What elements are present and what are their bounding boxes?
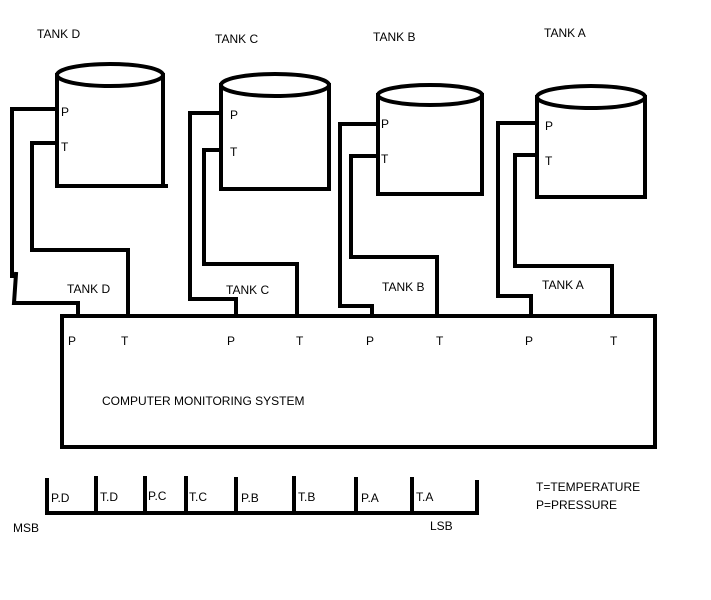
tank-b-temperature-line — [349, 154, 439, 318]
tank-d-pressure-line — [10, 107, 59, 278]
tank-a-title: TANK A — [544, 26, 586, 40]
tank-c-temperature-line — [202, 148, 299, 318]
tank-c-cylinder — [219, 72, 331, 191]
legend-temperature: T=TEMPERATURE — [536, 480, 640, 494]
register-cell-label: T.D — [100, 490, 118, 504]
bit-register — [45, 476, 479, 515]
tank-a-temperature-line — [513, 153, 614, 318]
register-cell-label: T.A — [416, 490, 433, 504]
tank-a-temperature-label: T — [545, 154, 553, 168]
lsb-label: LSB — [430, 519, 453, 533]
port-label: T — [121, 334, 129, 348]
msb-label: MSB — [13, 521, 39, 535]
register-cell-label: T.C — [189, 490, 207, 504]
tank-a-pressure-line — [496, 121, 539, 318]
tank-a-connection-label: TANK A — [542, 278, 584, 292]
port-label: P — [227, 334, 235, 348]
port-label: T — [296, 334, 304, 348]
computer-monitoring-system-box — [60, 314, 657, 449]
tank-c-connection-label: TANK C — [226, 283, 269, 297]
tank-c-pressure-line — [188, 111, 238, 318]
register-cell-label: P.B — [241, 491, 259, 505]
tank-a-pressure-label: P — [545, 119, 553, 133]
port-label: P — [68, 334, 76, 348]
tank-c-pressure-label: P — [230, 108, 238, 122]
tank-d-title: TANK D — [37, 27, 80, 41]
tank-d-cylinder — [55, 62, 168, 188]
tank-b-pressure-label: P — [381, 117, 389, 131]
tank-a-cylinder — [535, 84, 647, 199]
tank-d-pressure-line — [11, 271, 80, 318]
tank-d-temperature-label: T — [61, 140, 69, 154]
tank-b-title: TANK B — [373, 30, 415, 44]
tank-c-temperature-label: T — [230, 145, 238, 159]
tank-b-cylinder — [376, 83, 484, 196]
tank-b-connection-label: TANK B — [382, 280, 424, 294]
tank-b-temperature-label: T — [381, 152, 389, 166]
port-label: P — [525, 334, 533, 348]
tank-d-pressure-label: P — [61, 105, 69, 119]
port-label: T — [610, 334, 618, 348]
tank-b-pressure-line — [338, 122, 380, 318]
register-cell-label: P.A — [361, 491, 379, 505]
port-label: T — [436, 334, 444, 348]
system-label: COMPUTER MONITORING SYSTEM — [102, 394, 304, 408]
tank-c-title: TANK C — [215, 32, 258, 46]
tank-d-temperature-line — [30, 141, 130, 318]
register-cell-label: P.D — [51, 491, 70, 505]
register-cell-label: P.C — [148, 489, 167, 503]
tank-d-connection-label: TANK D — [67, 282, 110, 296]
legend-pressure: P=PRESSURE — [536, 498, 617, 512]
register-cell-label: T.B — [298, 490, 315, 504]
port-label: P — [366, 334, 374, 348]
